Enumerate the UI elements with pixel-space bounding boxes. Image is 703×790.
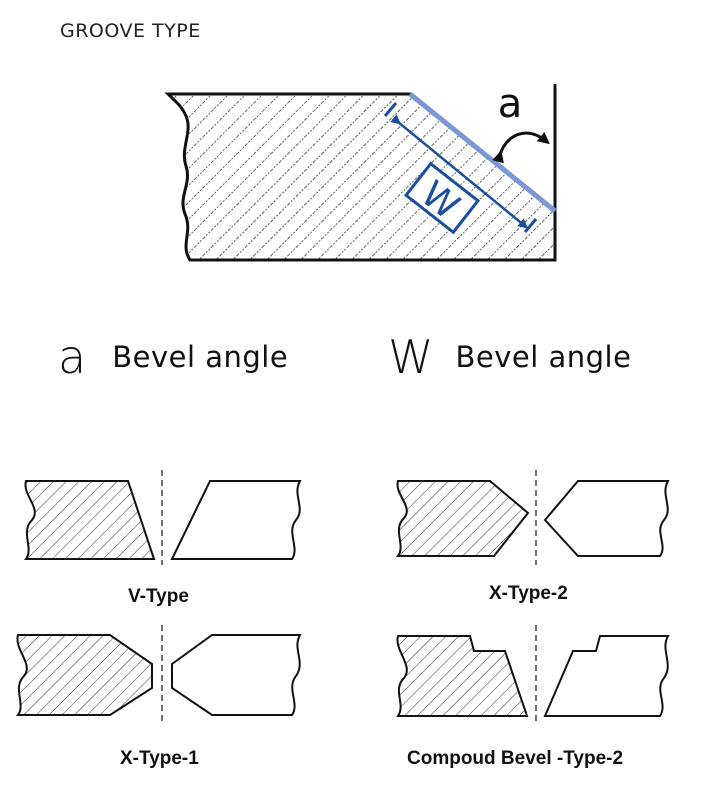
- x-type-2-diagram: [396, 470, 670, 565]
- page-title: GROOVE TYPE: [60, 20, 201, 42]
- legend-angle: a Bevel angle: [58, 330, 288, 384]
- angle-symbol: a: [498, 81, 523, 127]
- caption-compound-bevel-type-2: Compoud Bevel -Type-2: [407, 748, 624, 769]
- legend-width: W Bevel angle: [388, 330, 631, 384]
- caption-x-type-1: X-Type-1: [120, 748, 199, 769]
- x-type-1-diagram: [16, 625, 302, 722]
- legend-angle-label: Bevel angle: [112, 340, 289, 374]
- compound-bevel-type-2-diagram: [396, 625, 670, 722]
- caption-x-type-2: X-Type-2: [489, 583, 568, 604]
- angle-arc-arrow: [492, 131, 550, 164]
- legend-width-label: Bevel angle: [455, 340, 632, 374]
- legend-angle-symbol: a: [58, 330, 87, 384]
- v-type-diagram: [24, 470, 302, 565]
- width-dimension: [383, 102, 538, 235]
- legend-width-symbol: W: [388, 330, 434, 384]
- caption-v-type: V-Type: [128, 586, 189, 607]
